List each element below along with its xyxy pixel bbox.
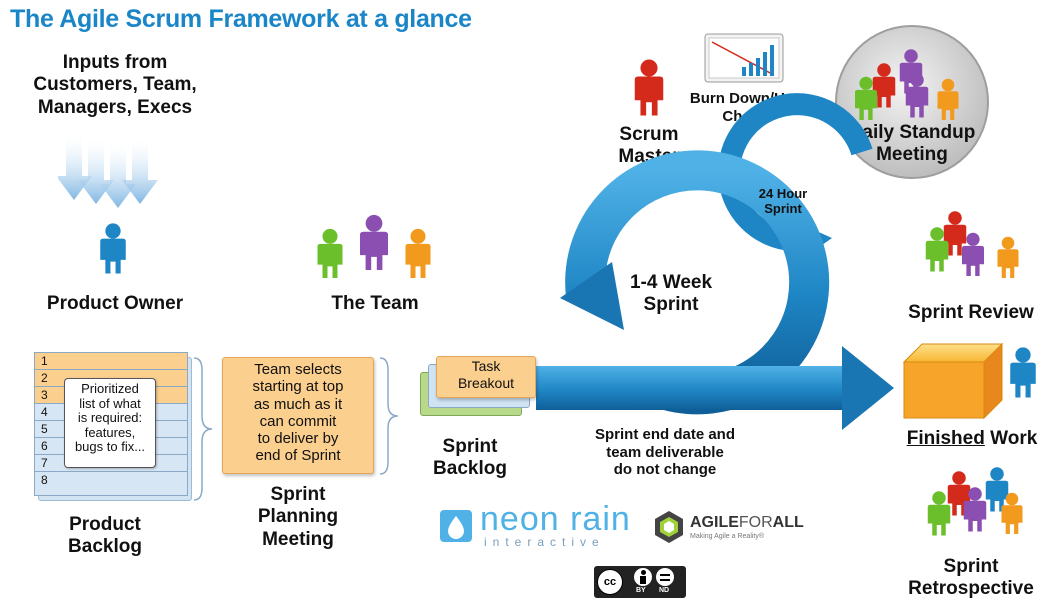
- backlog-bracket: [193, 357, 213, 501]
- backlog-note-line: list of what: [79, 395, 141, 411]
- hour-sprint-line-1: 24 Hour: [758, 186, 808, 201]
- sprint-planning-note-line: can commit: [259, 412, 337, 430]
- sprint-planning-line-2: Planning: [257, 506, 339, 528]
- product-owner-label: Product Owner: [46, 293, 184, 314]
- sprint-backlog-label: Sprint Backlog: [420, 436, 520, 481]
- inputs-line-3: Managers, Execs: [37, 96, 193, 118]
- cc-nd-label: ND: [659, 587, 670, 594]
- sprint-retro-line-2: Retrospective: [908, 578, 1034, 600]
- daily-standup-line-2: Meeting: [876, 144, 948, 166]
- agile-for-all-name-b: FOR: [738, 514, 773, 531]
- review-green-icon: [925, 227, 949, 272]
- agile-for-all-hexagon-icon: [655, 511, 683, 543]
- sprint-retro-line-1: Sprint: [943, 556, 999, 577]
- sprint-planning-note-line: as much as it: [253, 395, 343, 413]
- finished-rest: Work: [984, 428, 1038, 449]
- sprint-end-line-3: do not change: [613, 461, 717, 479]
- agile-for-all-name-c: ALL: [772, 514, 804, 531]
- hour-sprint-line-2: Sprint: [764, 201, 802, 217]
- agile-for-all-logo: AGILEFORALL Making Agile a Reality®: [654, 508, 834, 548]
- finished-work-label: Finished Work: [900, 428, 1044, 450]
- week-sprint-label: 1-4 Week Sprint: [606, 272, 736, 317]
- inputs-line-1: Inputs from: [62, 52, 168, 73]
- sprint-planning-label: Sprint Planning Meeting: [228, 484, 368, 551]
- retro-green-icon: [927, 491, 951, 536]
- hour-sprint-label: 24 Hour Sprint: [748, 186, 818, 217]
- sprint-end-note: Sprint end date and team deliverable do …: [570, 426, 760, 479]
- agile-for-all-name-a: AGILE: [690, 514, 739, 531]
- page-title: The Agile Scrum Framework at a glance: [10, 5, 472, 33]
- backlog-row: 1: [35, 353, 187, 370]
- daily-standup-label: Daily Standup Meeting: [832, 122, 992, 167]
- cc-by-icon: [634, 568, 652, 586]
- sprint-planning-note-line: end of Sprint: [255, 447, 341, 465]
- backlog-note: Prioritized list of what is required: fe…: [64, 378, 156, 468]
- finished-underlined: Finished: [906, 428, 985, 449]
- scrum-master-line-1: Scrum: [619, 124, 679, 145]
- cc-by-label: BY: [636, 587, 646, 594]
- product-backlog-line-1: Product: [69, 514, 141, 535]
- backlog-note-line: bugs to fix...: [74, 439, 146, 455]
- creative-commons-badge: cc BY ND: [594, 566, 686, 598]
- sprint-planning-note-line: starting at top: [252, 378, 344, 396]
- cc-icon: cc: [597, 569, 623, 595]
- product-backlog-stack: 1 2 3 4 5 6 7 8 Prioritized list of what…: [34, 352, 192, 502]
- sprint-review-label: Sprint Review: [908, 302, 1034, 323]
- daily-standup-line-1: Daily Standup: [848, 122, 976, 143]
- finished-work-box: [902, 342, 1004, 420]
- sprint-end-line-1: Sprint end date and: [594, 426, 735, 443]
- cc-nd-icon: [656, 568, 674, 586]
- inputs-label: Inputs from Customers, Team, Managers, E…: [20, 52, 210, 119]
- finished-work-person-icon: [1010, 347, 1036, 398]
- sprint-planning-note: Team selects starting at top as much as …: [222, 357, 374, 474]
- the-team-label: The Team: [331, 293, 419, 314]
- agile-for-all-tagline: Making Agile a Reality®: [690, 533, 765, 540]
- week-sprint-line-1: 1-4 Week: [629, 272, 713, 293]
- task-breakout-line-2: Breakout: [457, 374, 515, 391]
- product-backlog-line-2: Backlog: [68, 536, 142, 558]
- retro-purple-icon: [963, 487, 987, 532]
- neon-rain-sub: interactive: [484, 535, 605, 549]
- review-purple-icon: [962, 232, 984, 276]
- backlog-note-line: is required:: [77, 410, 143, 426]
- product-backlog-label: Product Backlog: [40, 514, 170, 559]
- neon-rain-drop-icon: [440, 510, 472, 542]
- sprint-planning-line-1: Sprint: [270, 484, 326, 505]
- task-breakout-line-1: Task: [471, 358, 501, 374]
- sprint-backlog-line-1: Sprint: [442, 436, 498, 457]
- inputs-line-2: Customers, Team,: [33, 74, 197, 96]
- sprint-planning-line-3: Meeting: [262, 528, 334, 550]
- planning-bracket: [379, 357, 399, 475]
- agile-for-all-name: AGILEFORALL: [690, 514, 804, 532]
- task-breakout-note: Task Breakout: [436, 356, 536, 398]
- sprint-retro-label: Sprint Retrospective: [898, 556, 1044, 601]
- backlog-row: 8: [35, 472, 187, 495]
- sprint-planning-note-line: Team selects: [254, 361, 342, 378]
- retro-orange-icon: [1001, 492, 1023, 534]
- burndown-chart-icon: [704, 33, 784, 83]
- review-orange-icon: [997, 236, 1019, 278]
- backlog-note-line: features,: [84, 424, 136, 440]
- neon-rain-name: neon rain: [480, 500, 631, 538]
- input-arrows: [58, 136, 158, 208]
- week-sprint-line-2: Sprint: [643, 294, 699, 316]
- sprint-planning-note-line: to deliver by: [257, 430, 339, 447]
- sprint-backlog-line-2: Backlog: [433, 458, 507, 480]
- neon-rain-logo: neon rain interactive: [440, 500, 631, 549]
- backlog-note-line: Prioritized: [81, 381, 139, 396]
- sprint-end-line-2: team deliverable: [606, 443, 724, 461]
